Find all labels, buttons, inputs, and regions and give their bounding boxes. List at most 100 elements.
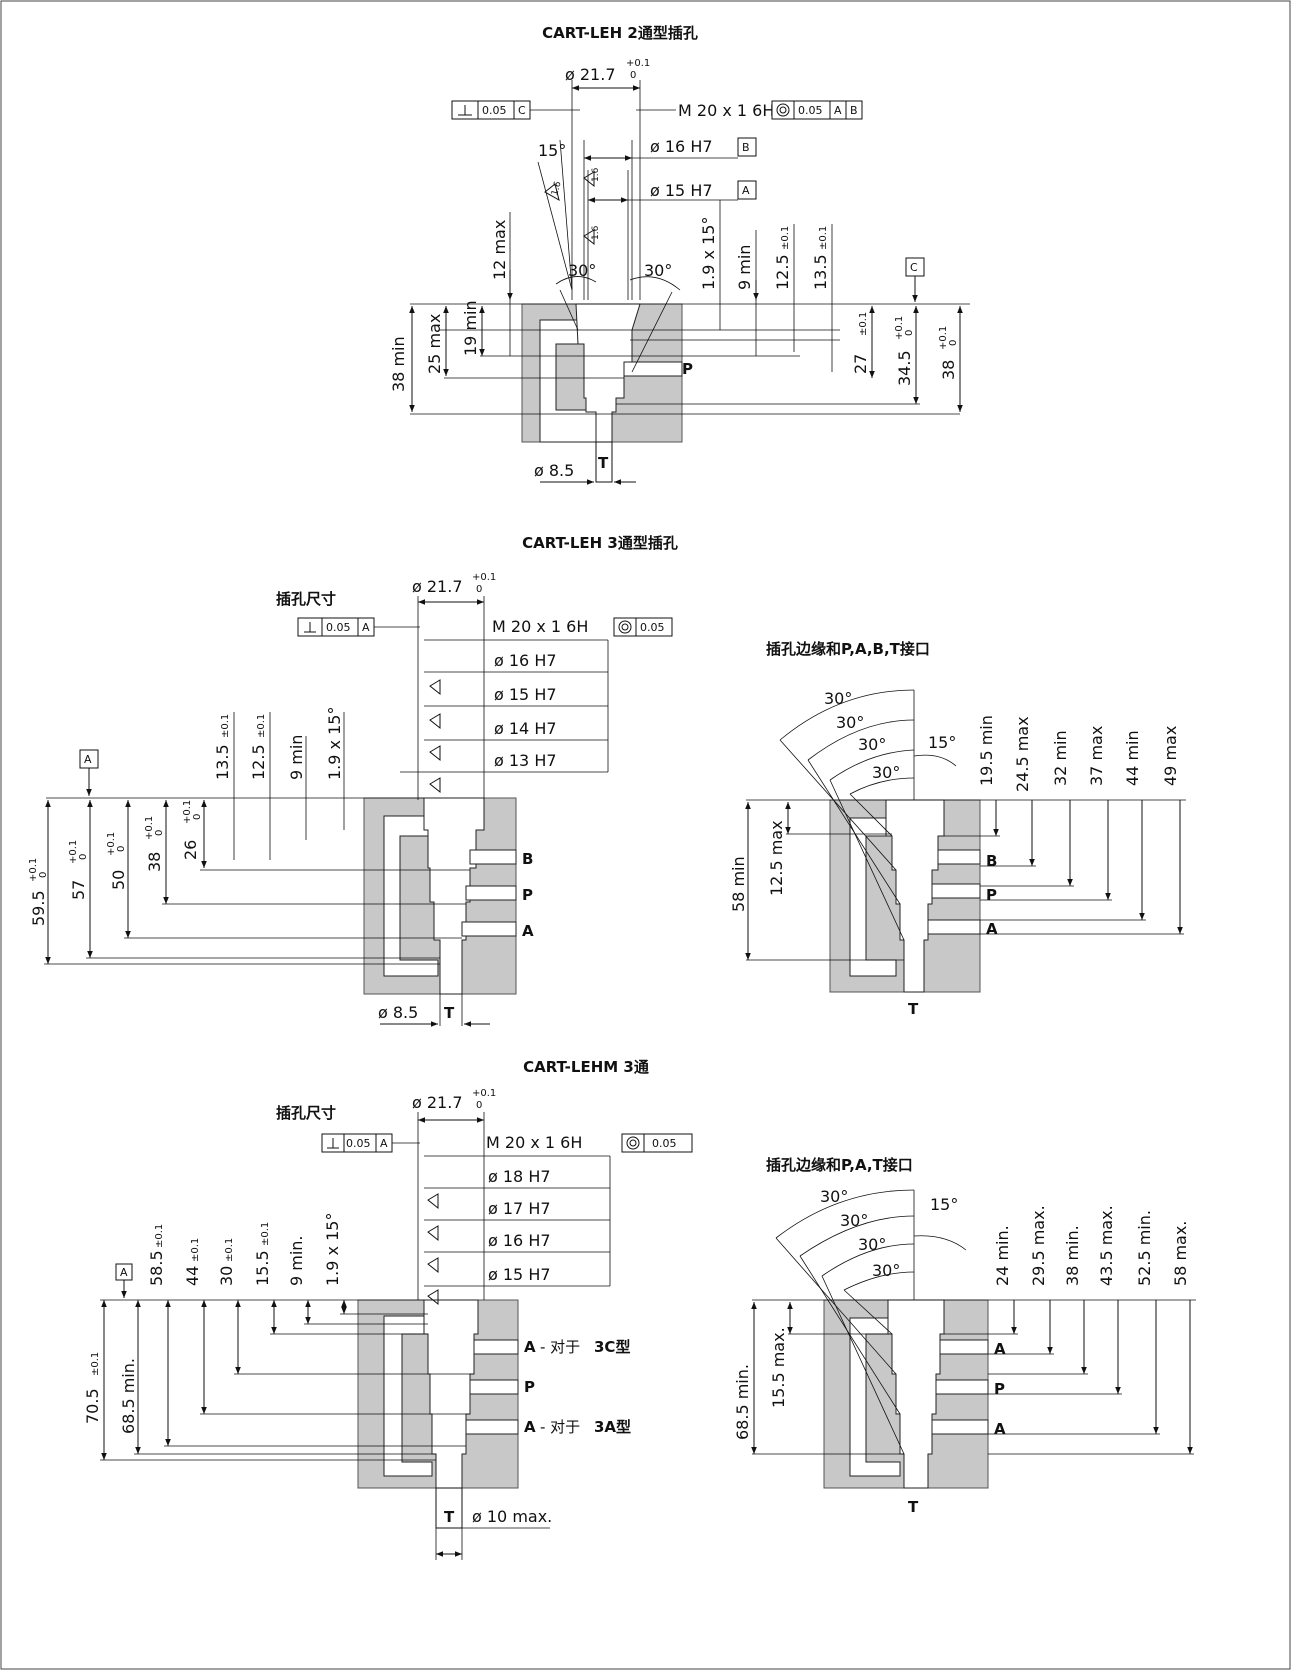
svg-text:B: B — [522, 850, 533, 868]
svg-text:0.05: 0.05 — [798, 104, 823, 117]
svg-text:+0.1: +0.1 — [106, 832, 117, 856]
svg-text:ø 10 max.: ø 10 max. — [472, 1507, 552, 1526]
svg-text:M 20 x 1 6H: M 20 x 1 6H — [486, 1133, 582, 1152]
svg-text:ø 21.7: ø 21.7 — [412, 1093, 463, 1112]
svg-text:49 max: 49 max — [1161, 726, 1180, 786]
svg-text:1.6: 1.6 — [591, 167, 601, 182]
diagram2-title: CART-LEH 3通型插孔 — [522, 534, 678, 552]
svg-text:+0.1: +0.1 — [182, 800, 193, 824]
diagram-3way-lehm: CART-LEHM 3通 插孔尺寸 ø 21.7 +0.1 0 0.05 A M… — [83, 1058, 1196, 1560]
svg-text:+0.1: +0.1 — [472, 1088, 496, 1099]
svg-text:30°: 30° — [840, 1211, 868, 1230]
d2-perpendicularity-frame: 0.05 A — [297, 617, 375, 637]
svg-text:0.05: 0.05 — [346, 1137, 371, 1150]
diagram1-title: CART-LEH 2通型插孔 — [542, 24, 698, 42]
svg-text:52.5 min.: 52.5 min. — [1135, 1210, 1154, 1286]
svg-text:32 min: 32 min — [1051, 730, 1070, 786]
svg-text:T: T — [908, 1000, 919, 1018]
svg-text:±0.1: ±0.1 — [818, 226, 829, 250]
svg-text:30°: 30° — [820, 1187, 848, 1206]
svg-text:ø 21.7: ø 21.7 — [412, 577, 463, 596]
svg-text:59.5: 59.5 — [29, 890, 48, 926]
svg-text:30°: 30° — [872, 1261, 900, 1280]
svg-text:15.5 max.: 15.5 max. — [769, 1327, 788, 1408]
svg-text:12.5 max: 12.5 max — [767, 820, 786, 896]
svg-text:1.6: 1.6 — [591, 225, 601, 240]
p-port-channel — [623, 361, 683, 377]
svg-text:0: 0 — [192, 814, 203, 820]
svg-text:0.05: 0.05 — [326, 621, 351, 634]
svg-text:A: A — [986, 920, 998, 938]
svg-text:0: 0 — [948, 340, 959, 346]
svg-text:0: 0 — [476, 1100, 482, 1111]
svg-text:70.5: 70.5 — [83, 1388, 102, 1424]
svg-text:3C型: 3C型 — [594, 1338, 630, 1356]
svg-text:P: P — [524, 1378, 535, 1396]
svg-text:ø 18 H7: ø 18 H7 — [488, 1167, 551, 1186]
svg-text:1.6: 1.6 — [550, 180, 563, 197]
svg-text:A: A — [120, 1266, 128, 1279]
d1-perpendicularity-frame: 0.05 C — [451, 100, 531, 120]
svg-text:±0.1: ±0.1 — [256, 714, 267, 738]
d1-38min: 38 min — [389, 336, 408, 392]
svg-text:30°: 30° — [872, 763, 900, 782]
svg-text:A: A — [84, 753, 92, 766]
svg-text:24 min.: 24 min. — [993, 1225, 1012, 1286]
svg-text:ø 15 H7: ø 15 H7 — [488, 1265, 551, 1284]
svg-text:38 min.: 38 min. — [1063, 1225, 1082, 1286]
svg-text:0: 0 — [904, 330, 915, 336]
d1-angle-30-left: 30° — [568, 261, 596, 280]
d3-roughness-marks — [427, 1193, 439, 1306]
svg-text:38: 38 — [145, 852, 164, 872]
svg-text:30°: 30° — [824, 689, 852, 708]
d1-dia-21-7: ø 21.7 — [565, 65, 616, 84]
svg-text:P: P — [522, 886, 533, 904]
svg-text:0.05: 0.05 — [640, 621, 665, 634]
svg-text:30°: 30° — [836, 713, 864, 732]
svg-text:插孔尺寸: 插孔尺寸 — [276, 1104, 336, 1122]
svg-text:30°: 30° — [858, 1235, 886, 1254]
d1-roughness-marks: 1.6 1.6 1.6 — [544, 167, 601, 246]
svg-text:+0.1: +0.1 — [68, 840, 79, 864]
svg-text:58 min: 58 min — [729, 856, 748, 912]
svg-text:24.5 max: 24.5 max — [1013, 716, 1032, 792]
svg-text:±0.1: ±0.1 — [220, 714, 231, 738]
svg-text:29.5 max.: 29.5 max. — [1029, 1205, 1048, 1286]
svg-text:+0.1: +0.1 — [472, 572, 496, 583]
d1-angle-30-right: 30° — [644, 261, 672, 280]
d1-thread: M 20 x 1 6H — [678, 101, 774, 120]
svg-text:T: T — [908, 1498, 919, 1516]
svg-text:ø 13 H7: ø 13 H7 — [494, 751, 557, 770]
d1-dia-16: ø 16 H7 — [650, 137, 713, 156]
diagram-3way-cavity: CART-LEH 3通型插孔 插孔尺寸 ø 21.7 +0.1 0 0.05 A… — [28, 534, 1186, 1027]
d1-12max: 12 max — [490, 220, 509, 280]
svg-text:30: 30 — [217, 1266, 236, 1286]
d1-9min: 9 min — [735, 245, 754, 290]
svg-text:A: A — [742, 184, 750, 197]
svg-text:58.5: 58.5 — [147, 1250, 166, 1286]
d2-subtitle-left: 插孔尺寸 — [276, 590, 336, 608]
svg-text:±0.1: ±0.1 — [780, 226, 791, 250]
svg-text:B: B — [986, 852, 997, 870]
svg-text:- 对于: - 对于 — [540, 1418, 580, 1436]
svg-text:A: A — [362, 621, 370, 634]
svg-text:插孔边缘和P,A,T接口: 插孔边缘和P,A,T接口 — [766, 1156, 913, 1174]
d1-13-5: 13.5 — [811, 254, 830, 290]
t-port-outlet — [595, 441, 613, 483]
svg-text:T: T — [444, 1004, 455, 1022]
svg-text:0: 0 — [38, 872, 49, 878]
svg-text:±0.1: ±0.1 — [260, 1222, 271, 1246]
svg-text:A: A — [994, 1340, 1006, 1358]
svg-text:T: T — [444, 1508, 455, 1526]
svg-text:C: C — [910, 261, 918, 274]
svg-text:1.9 x 15°: 1.9 x 15° — [325, 707, 344, 780]
svg-text:26: 26 — [181, 840, 200, 860]
svg-text:A: A — [834, 104, 842, 117]
d2-roughness-marks — [429, 679, 441, 794]
svg-text:ø 17 H7: ø 17 H7 — [488, 1199, 551, 1218]
svg-text:+0.1: +0.1 — [28, 858, 39, 882]
svg-text:±0.1: ±0.1 — [90, 1352, 101, 1376]
svg-text:+0.1: +0.1 — [144, 816, 155, 840]
svg-text:0: 0 — [116, 846, 127, 852]
